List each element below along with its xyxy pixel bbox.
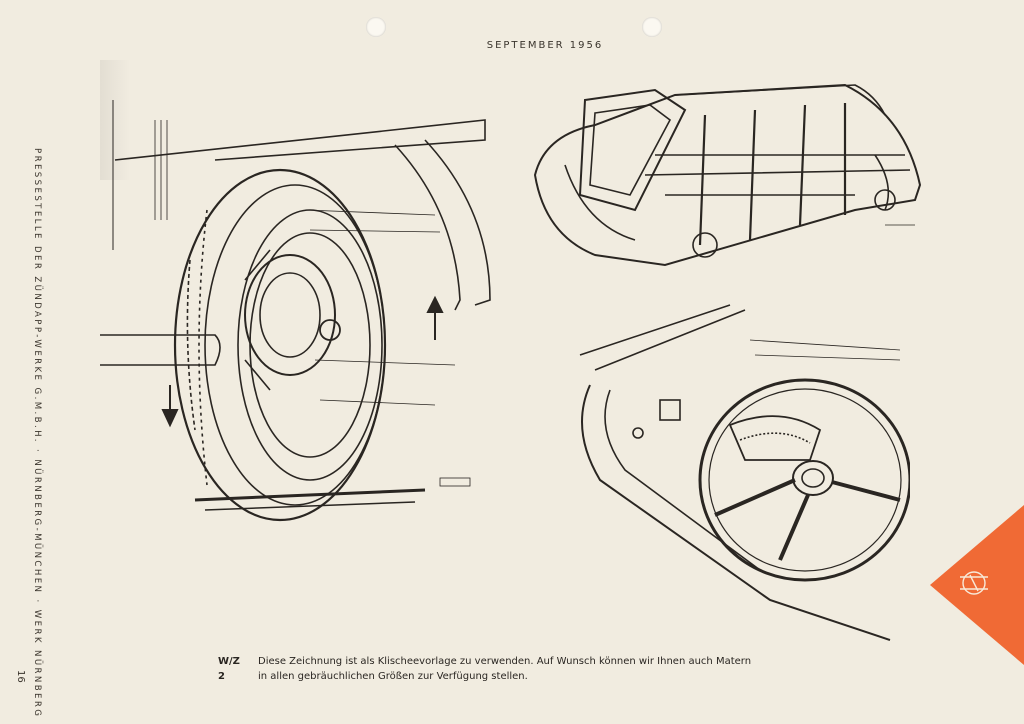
caption-line-1: Diese Zeichnung ist als Klischeevorlage … (258, 656, 752, 667)
wheel-brake-illustration (100, 100, 491, 522)
car-frame-illustration (533, 83, 922, 267)
page-number: 16 (15, 670, 26, 683)
publication-date: SEPTEMBER 1956 (486, 40, 604, 51)
punch-hole (366, 17, 386, 37)
zundapp-logo-icon (960, 571, 988, 595)
corner-triangle (930, 505, 1024, 665)
figure-code: W/Z 2 (218, 656, 240, 682)
caption-line-2: in allen gebräuchlichen Größen zur Verfü… (258, 671, 528, 682)
punch-hole (642, 17, 662, 37)
steering-wheel-illustration (579, 304, 910, 641)
publisher-line: PRESSESTELLE DER ZÜNDAPP-WERKE G.M.B.H. … (32, 148, 42, 719)
